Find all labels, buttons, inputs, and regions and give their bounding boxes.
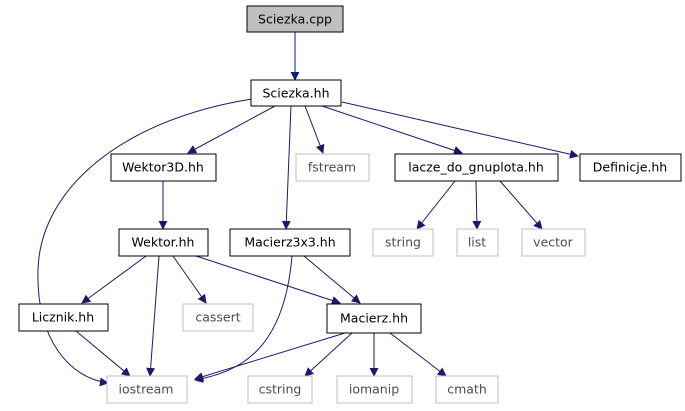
node-string[interactable]: string: [372, 228, 434, 257]
node-sciezka-hh-label: Sciezka.hh: [262, 86, 329, 101]
edge-wektor-to-licznik: [81, 255, 147, 304]
node-cstring[interactable]: cstring: [247, 375, 313, 404]
edge-licznik-to-iostream: [75, 330, 131, 377]
node-macierz-hh-label: Macierz.hh: [340, 311, 408, 326]
edge-macierz-to-iostream: [194, 332, 346, 381]
edge-macierz3x3-to-macierz: [303, 255, 361, 304]
node-licznik-hh-label: Licznik.hh: [32, 310, 94, 325]
edge-macierz-to-cstring: [304, 332, 353, 377]
node-wektor-hh[interactable]: Wektor.hh: [118, 228, 209, 257]
edge-sciezka-hh-to-definicje: [341, 101, 579, 159]
edge-lacze-to-vector: [499, 180, 543, 230]
node-vector[interactable]: vector: [521, 228, 586, 257]
node-macierz3x3-hh-label: Macierz3x3.hh: [244, 235, 335, 250]
node-iomanip[interactable]: iomanip: [336, 375, 413, 404]
node-list[interactable]: list: [456, 228, 499, 257]
node-cmath[interactable]: cmath: [435, 375, 499, 404]
node-cstring-label: cstring: [259, 382, 302, 397]
node-vector-label: vector: [533, 235, 574, 250]
node-iomanip-label: iomanip: [349, 382, 399, 397]
node-wektor-hh-label: Wektor.hh: [132, 235, 195, 250]
node-wektor3d-hh-label: Wektor3D.hh: [122, 160, 204, 175]
edge-wektor-to-macierz: [195, 255, 341, 305]
edge-lacze-to-list: [472, 180, 482, 230]
node-sciezka-cpp[interactable]: Sciezka.cpp: [246, 5, 344, 33]
node-wektor3d-hh[interactable]: Wektor3D.hh: [110, 153, 217, 182]
node-definicje-hh[interactable]: Definicje.hh: [579, 153, 682, 182]
node-cmath-label: cmath: [447, 382, 487, 397]
node-sciezka-hh[interactable]: Sciezka.hh: [250, 79, 342, 107]
node-licznik-hh[interactable]: Licznik.hh: [18, 303, 109, 332]
node-macierz-hh[interactable]: Macierz.hh: [326, 303, 422, 334]
node-string-label: string: [385, 235, 421, 250]
node-list-label: list: [468, 235, 486, 250]
node-fstream-label: fstream: [308, 160, 356, 175]
edge-sciezka-hh-to-wektor3d: [187, 105, 276, 154]
node-fstream[interactable]: fstream: [295, 153, 370, 182]
node-definicje-hh-label: Definicje.hh: [593, 160, 667, 175]
edge-sciezka-hh-to-macierz3x3: [281, 105, 292, 230]
edge-wektor-to-cassert: [172, 255, 207, 304]
node-cassert[interactable]: cassert: [182, 303, 254, 332]
edge-sciezka-hh-to-fstream: [304, 105, 325, 154]
node-cassert-label: cassert: [195, 310, 240, 325]
node-lacze-do-gnuplota-hh[interactable]: lacze_do_gnuplota.hh: [394, 153, 559, 182]
node-lacze-do-gnuplota-hh-label: lacze_do_gnuplota.hh: [408, 160, 544, 175]
node-iostream-label: iostream: [119, 382, 174, 397]
edge-sciezka-hh-to-iostream: [37, 98, 253, 387]
edge-macierz-to-cmath: [389, 332, 447, 377]
node-sciezka-cpp-label: Sciezka.cpp: [258, 12, 332, 27]
edge-lacze-to-string: [416, 180, 456, 230]
edge-macierz3x3-to-iostream: [194, 255, 293, 384]
edge-wektor-to-iostream: [146, 255, 160, 377]
node-iostream[interactable]: iostream: [106, 375, 188, 404]
edge-sciezka-hh-to-lacze: [321, 105, 463, 155]
node-macierz3x3-hh[interactable]: Macierz3x3.hh: [229, 228, 351, 257]
